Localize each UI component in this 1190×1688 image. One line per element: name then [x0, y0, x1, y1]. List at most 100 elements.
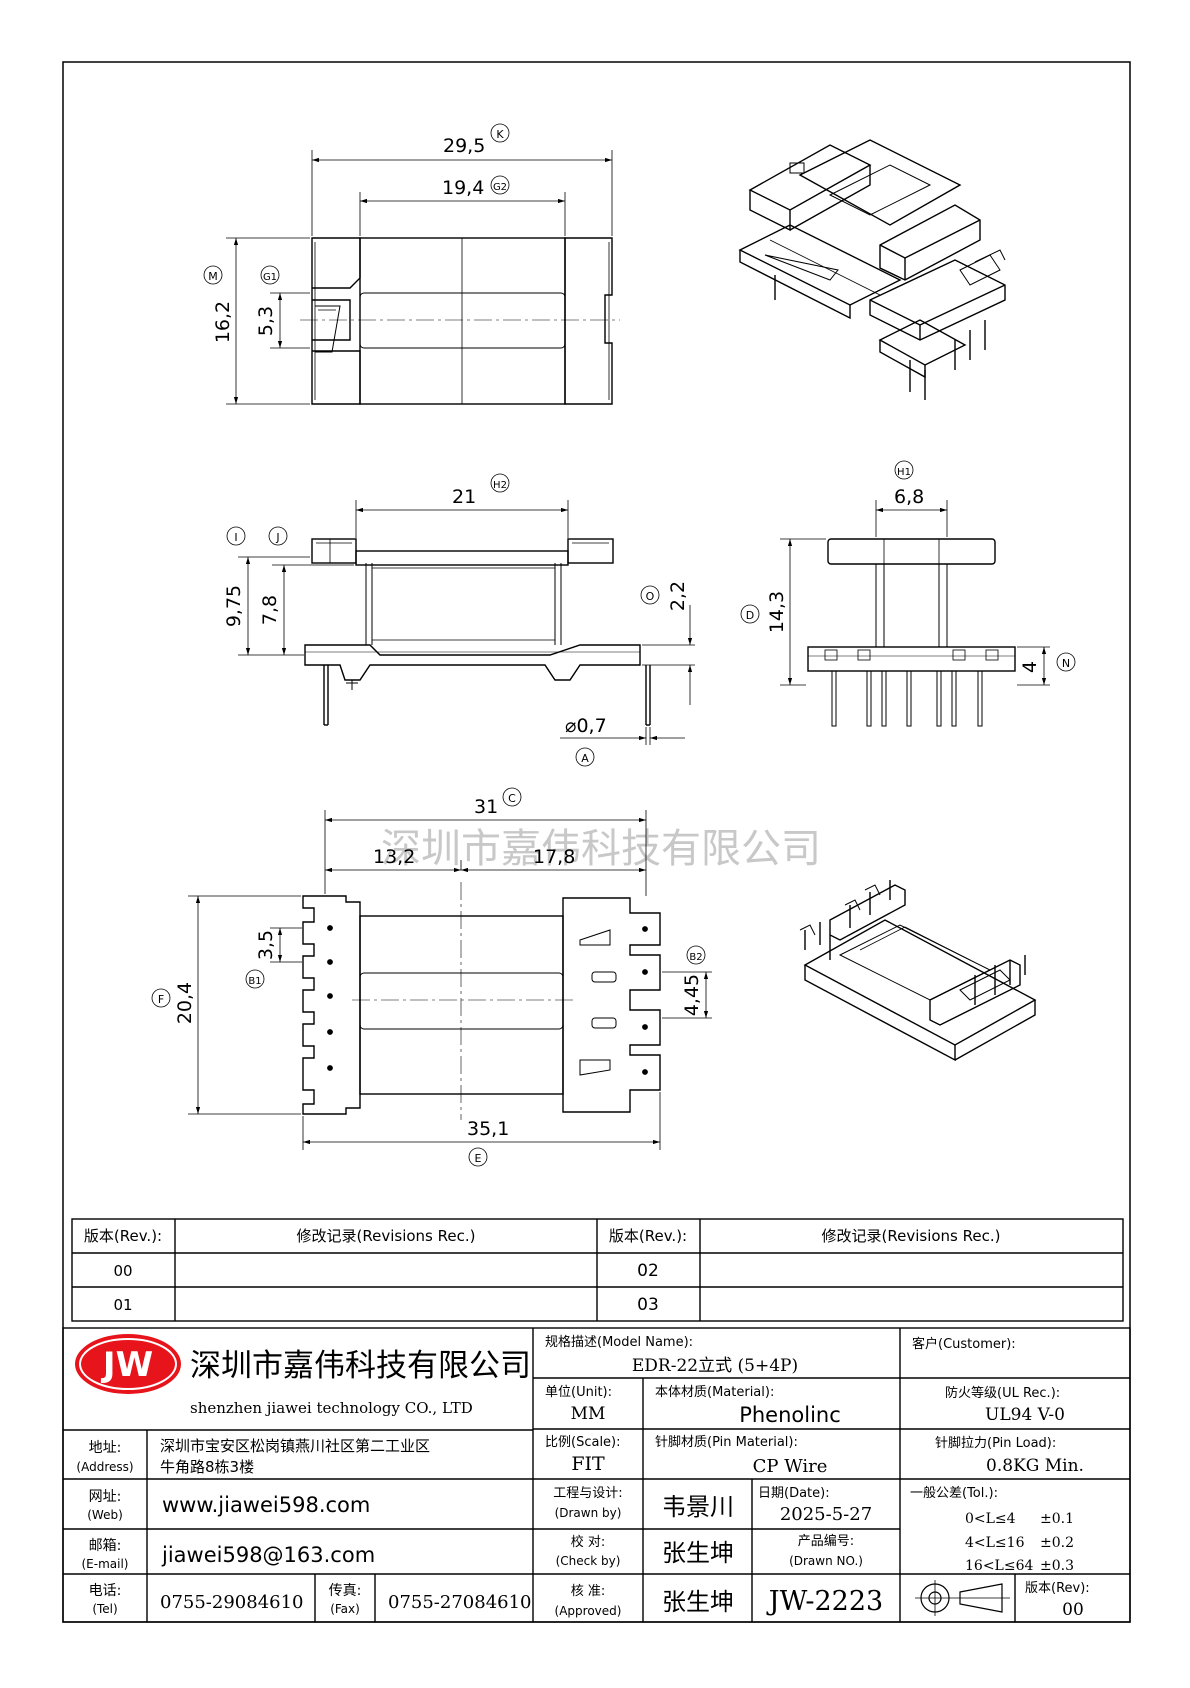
date-value: 2025-5-27 — [780, 1504, 872, 1525]
dim-21: 21 — [452, 486, 476, 508]
top-view-labels: 29,5 19,4 16,2 5,3 K G2 M G1 — [208, 128, 507, 343]
dim-9-75: 9,75 — [223, 585, 245, 627]
address-line-1: 深圳市宝安区松岗镇燕川社区第二工业区 — [160, 1437, 430, 1455]
drawn-no-label-en: (Drawn NO.) — [789, 1554, 863, 1568]
dim-3-5: 3,5 — [255, 930, 277, 960]
scale-label: 比例(Scale): — [545, 1435, 621, 1450]
unit-label: 单位(Unit): — [545, 1385, 612, 1400]
customer-label: 客户(Customer): — [912, 1336, 1016, 1352]
tag-h2: H2 — [493, 480, 507, 491]
tol-value-2: ±0.2 — [1040, 1535, 1074, 1551]
check-label: 校 对: — [571, 1534, 606, 1550]
company-name-cn: 深圳市嘉伟科技有限公司 — [190, 1348, 531, 1384]
drawn-no-label: 产品编号: — [798, 1534, 854, 1549]
tag-b1: B1 — [248, 976, 261, 987]
logo-text: JW — [101, 1345, 153, 1385]
rev-header-1: 版本(Rev.): — [84, 1227, 162, 1245]
fax-number: 0755-27084610 — [388, 1592, 532, 1613]
material-value: Phenolinc — [739, 1403, 841, 1427]
tag-f: F — [158, 993, 164, 1006]
rev-row-00: 00 — [113, 1262, 132, 1280]
pin-material-value: CP Wire — [753, 1456, 828, 1477]
tol-label: 一般公差(Tol.): — [910, 1485, 998, 1501]
drawn-by: 韦景川 — [662, 1493, 734, 1521]
scale-value: FIT — [571, 1453, 605, 1475]
front-view — [304, 538, 651, 726]
address-label: 地址: — [89, 1440, 122, 1456]
side-view — [807, 538, 1016, 727]
front-view-labels: 21 9,75 7,8 2,2 ⌀0,7 H2 I J O A — [223, 480, 689, 765]
isometric-view-top — [738, 139, 1006, 400]
website: www.jiawei598.com — [162, 1493, 370, 1517]
email: jiawei598@163.com — [161, 1543, 375, 1567]
model-name: EDR-22立式 (5+4P) — [632, 1356, 798, 1376]
drawn-label: 工程与设计: — [553, 1486, 622, 1501]
rev-row-01: 01 — [113, 1296, 132, 1314]
dim-4: 4 — [1019, 661, 1041, 673]
tel-number: 0755-29084610 — [160, 1592, 304, 1613]
bottom-view-dimensions — [151, 787, 712, 1167]
fax-label: 传真: — [329, 1583, 362, 1599]
rev-label: 版本(Rev): — [1025, 1581, 1090, 1596]
title-block — [62, 1327, 1131, 1623]
tel-label: 电话: — [89, 1583, 122, 1599]
dim-20-4: 20,4 — [174, 982, 196, 1024]
side-view-dimensions — [740, 460, 1076, 686]
revision-table-text: 版本(Rev.): 修改记录(Revisions Rec.) 版本(Rev.):… — [84, 1227, 1001, 1315]
tag-i: I — [234, 531, 237, 544]
dim-31: 31 — [474, 796, 498, 818]
dim-14-3: 14,3 — [766, 591, 788, 633]
pin-load-value: 0.8KG Min. — [986, 1456, 1084, 1476]
company-logo: JW — [75, 1334, 181, 1394]
check-by: 张生坤 — [662, 1539, 734, 1567]
bottom-view-labels: 31 13,2 17,8 20,4 3,5 4,45 35,1 C F B1 B… — [158, 792, 703, 1165]
dim-6-8: 6,8 — [894, 486, 924, 508]
model-label: 规格描述(Model Name): — [545, 1334, 693, 1350]
tag-o: O — [646, 590, 655, 603]
pin-load-label: 针脚拉力(Pin Load): — [935, 1435, 1056, 1451]
ul-value: UL94 V-0 — [985, 1405, 1065, 1425]
approved-label: 核 准: — [571, 1584, 606, 1599]
dim-2-2: 2,2 — [667, 581, 689, 611]
rev-row-03: 03 — [637, 1295, 659, 1315]
projection-symbol-icon — [915, 1580, 1010, 1616]
tol-range-2: 4<L≤16 — [965, 1535, 1025, 1551]
dim-19-4: 19,4 — [442, 177, 484, 199]
front-view-dimensions — [226, 473, 695, 767]
dim-35-1: 35,1 — [467, 1118, 509, 1140]
tag-e: E — [475, 1152, 482, 1165]
dim-pin-dia: ⌀0,7 — [565, 715, 607, 737]
tol-range-1: 0<L≤4 — [965, 1511, 1016, 1527]
web-label-en: (Web) — [87, 1508, 123, 1522]
check-label-en: (Check by) — [556, 1554, 621, 1568]
tag-n: N — [1062, 657, 1070, 670]
top-view-dimensions — [203, 123, 613, 405]
rev-value: 00 — [1062, 1600, 1084, 1620]
dim-4-45: 4,45 — [681, 974, 703, 1016]
dim-13-2: 13,2 — [373, 846, 415, 868]
address-line-2: 牛角路8栋3楼 — [160, 1458, 254, 1476]
dim-17-8: 17,8 — [533, 846, 575, 868]
tag-c: C — [508, 792, 516, 805]
tol-value-3: ±0.3 — [1040, 1558, 1074, 1574]
tag-m: M — [208, 270, 218, 283]
tel-label-en: (Tel) — [92, 1602, 117, 1616]
tag-b2: B2 — [689, 952, 702, 963]
top-view — [300, 237, 620, 405]
bottom-view — [302, 882, 661, 1120]
dim-29-5: 29,5 — [443, 135, 485, 157]
rec-header-1: 修改记录(Revisions Rec.) — [297, 1227, 476, 1245]
tag-a: A — [581, 752, 589, 765]
dim-16-2: 16,2 — [212, 301, 234, 343]
tag-k: K — [496, 128, 504, 141]
tag-j: J — [275, 531, 279, 544]
address-label-en: (Address) — [76, 1460, 133, 1474]
isometric-view-bottom — [799, 880, 1037, 1062]
date-label: 日期(Date): — [758, 1486, 830, 1501]
drawing-number: JW-2223 — [766, 1586, 883, 1617]
tag-g2: G2 — [493, 182, 507, 193]
tag-h1: H1 — [897, 467, 911, 478]
rec-header-2: 修改记录(Revisions Rec.) — [822, 1227, 1001, 1245]
